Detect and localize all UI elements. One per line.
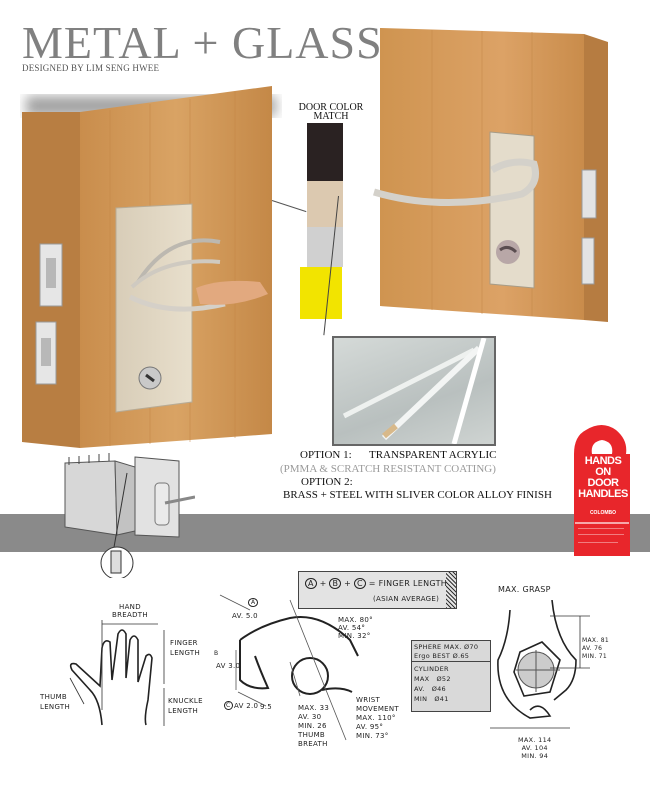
option2-value: BRASS + STEEL WITH SLIVER COLOR ALLOY FI… bbox=[283, 489, 552, 501]
thumb-label-2: BREATH bbox=[298, 740, 328, 748]
hanger-line-2: ON bbox=[595, 466, 611, 478]
angle-min: MIN. 32° bbox=[338, 632, 371, 640]
grip-c-label: C bbox=[224, 701, 233, 710]
color-swatch-yellow[interactable] bbox=[300, 267, 342, 319]
thumb-max: MAX. 33 bbox=[298, 704, 330, 712]
grip-dimension-sketch: A AV. 5.0 B AV 3.0 C AV 2.0 9.5 MAX. 80°… bbox=[210, 590, 410, 770]
max-grasp-title: MAX. GRASP bbox=[498, 585, 551, 594]
color-swatch-dark[interactable] bbox=[307, 123, 343, 181]
formula-text: = FINGER LENGTH bbox=[368, 579, 448, 588]
knuckle-length-2: LENGTH bbox=[168, 707, 199, 715]
door-hanger: HANDS ON DOOR HANDLES COLOMBO bbox=[572, 418, 632, 558]
grasp-v-av: AV. 76 bbox=[582, 645, 603, 652]
thumb-length-2: LENGTH bbox=[40, 703, 71, 711]
option2-label: OPTION 2: bbox=[301, 476, 353, 488]
circle-c: C bbox=[353, 578, 366, 589]
angle-av: AV. 54° bbox=[338, 624, 366, 632]
cylinder-title: CYLINDER bbox=[414, 665, 449, 673]
wrist-min: MIN. 73° bbox=[356, 732, 389, 740]
grasp-h-min: MIN. 94 bbox=[521, 752, 549, 760]
option1-label: OPTION 1: bbox=[300, 449, 352, 461]
grasp-h-max: MAX. 114 bbox=[518, 736, 552, 744]
knuckle-length-1: KNUCKLE bbox=[168, 697, 203, 705]
cylinder-max: MAX Ø52 bbox=[414, 675, 451, 683]
hanger-line-4: HANDLES bbox=[578, 488, 628, 500]
thumb-label-1: THUMB bbox=[298, 731, 326, 739]
hand-breadth-2: BREADTH bbox=[112, 611, 148, 619]
grasp-v-max: MAX. 81 bbox=[582, 637, 609, 644]
swatch-label: DOOR COLOR MATCH bbox=[294, 102, 368, 122]
finger-length-1: FINGER bbox=[170, 639, 198, 647]
circle-b: B bbox=[329, 578, 342, 589]
wrist-max: MAX. 110° bbox=[356, 714, 396, 722]
formula-note: (ASIAN AVERAGE) bbox=[373, 595, 440, 603]
angle-max: MAX. 80° bbox=[338, 616, 373, 624]
grip-a-value: AV. 5.0 bbox=[232, 612, 258, 620]
color-swatch-grey[interactable] bbox=[307, 227, 343, 267]
hand-breadth-1: HAND bbox=[119, 603, 141, 611]
acrylic-detail-photo bbox=[332, 336, 496, 446]
installation-sketch bbox=[55, 443, 196, 580]
swatch-label-line2: MATCH bbox=[313, 111, 349, 122]
sphere-line-1: SPHERE MAX. Ø70 bbox=[414, 643, 479, 651]
grasp-v-min: MIN. 71 bbox=[582, 653, 607, 660]
grip-b-value: AV 3.0 bbox=[216, 662, 241, 670]
wrist-av: AV. 95° bbox=[356, 723, 384, 731]
page-title: METAL + GLASS bbox=[22, 17, 383, 68]
door-render-left bbox=[20, 82, 282, 452]
option1-note: (PMMA & SCRATCH RESISTANT COATING) bbox=[280, 463, 496, 475]
hanger-line-1: HANDS bbox=[584, 455, 622, 467]
finger-length-2: LENGTH bbox=[170, 649, 201, 657]
grasp-spec-box: SPHERE MAX. Ø70 Ergo BEST Ø.65 CYLINDER … bbox=[411, 640, 491, 712]
cylinder-av: AV. Ø46 bbox=[414, 685, 446, 693]
grip-c-extra: 9.5 bbox=[260, 703, 273, 711]
circle-a: A bbox=[305, 578, 317, 589]
thumb-min: MIN. 26 bbox=[298, 722, 327, 730]
grip-a-label: A bbox=[248, 598, 259, 607]
hand-dimension-sketch: HAND BREADTH FINGER LENGTH KNUCKLE LENGT… bbox=[30, 590, 220, 750]
option1-value: TRANSPARENT ACRYLIC bbox=[369, 449, 497, 461]
hanger-brand: COLOMBO bbox=[589, 510, 617, 516]
thumb-av: AV. 30 bbox=[298, 713, 322, 721]
wrist-2: MOVEMENT bbox=[356, 705, 400, 713]
hanger-line-3: DOOR bbox=[587, 477, 620, 489]
grip-b-label: B bbox=[214, 650, 219, 657]
wrist-1: WRIST bbox=[356, 696, 381, 704]
grasp-h-av: AV. 104 bbox=[521, 744, 548, 752]
finger-formula-box: A + B + C = FINGER LENGTH (ASIAN AVERAGE… bbox=[298, 571, 457, 609]
cylinder-min: MIN Ø41 bbox=[414, 695, 449, 703]
grip-c-value: AV 2.0 bbox=[234, 702, 259, 710]
sphere-line-2: Ergo BEST Ø.65 bbox=[414, 652, 470, 660]
designer-credit: DESIGNED BY LIM SENG HWEE bbox=[22, 63, 160, 73]
thumb-length-1: THUMB bbox=[40, 693, 68, 701]
swatch-label-line1: DOOR COLOR bbox=[298, 102, 364, 113]
door-render-right bbox=[372, 24, 624, 324]
grasp-sketch bbox=[490, 599, 630, 740]
